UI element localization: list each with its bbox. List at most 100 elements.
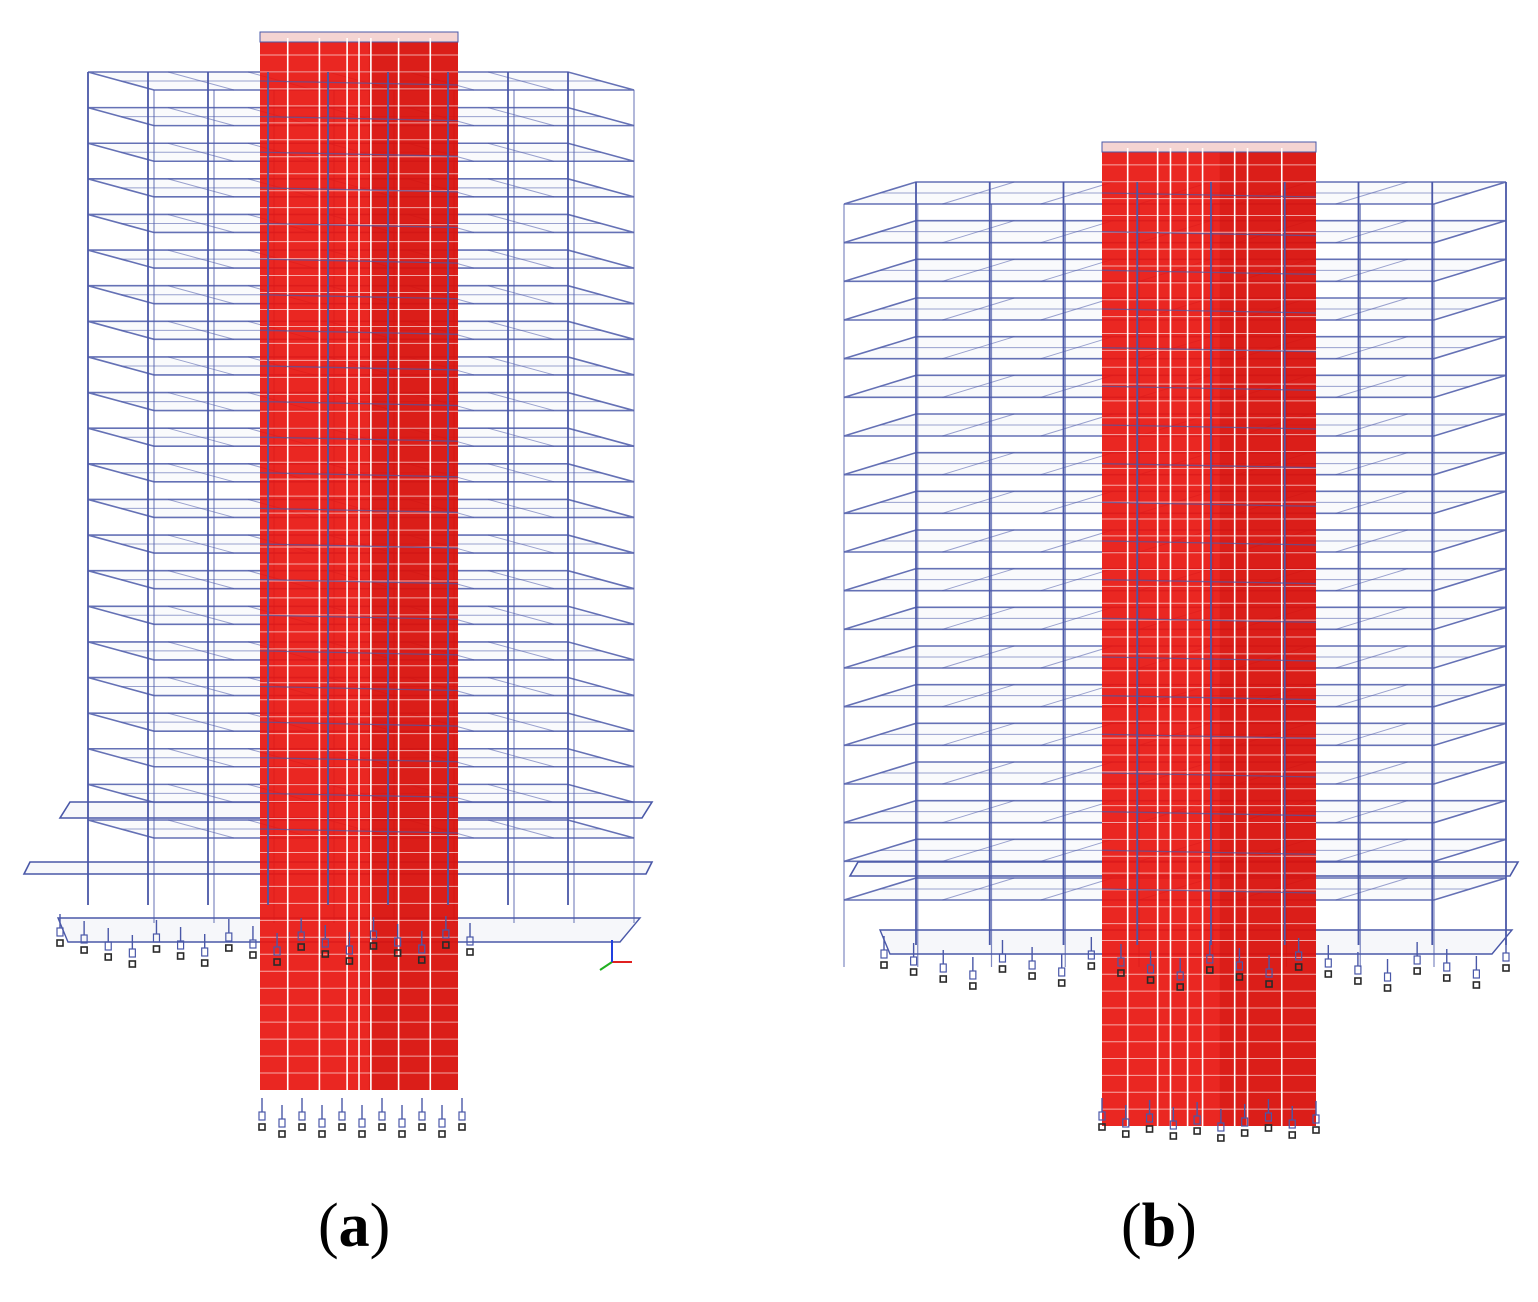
support-spring-box xyxy=(298,1111,306,1121)
floor-beam xyxy=(1101,231,1317,237)
support-spring xyxy=(458,1098,466,1131)
support-base xyxy=(378,1123,386,1131)
support-spring xyxy=(338,1098,346,1131)
support-spring xyxy=(418,1098,426,1131)
floor-beam xyxy=(259,579,459,585)
support-base xyxy=(1442,974,1451,982)
floor-beam xyxy=(259,329,459,335)
support-base xyxy=(1472,981,1481,989)
panel-b-building-model xyxy=(843,141,1520,1142)
support-spring-box xyxy=(880,949,888,959)
support-base xyxy=(1235,973,1244,981)
support-base xyxy=(56,939,64,947)
panel-a-label-open: ( xyxy=(318,1192,339,1260)
support-spring-box xyxy=(321,938,329,948)
support-spring xyxy=(466,923,474,956)
support-base xyxy=(278,1130,286,1138)
support-spring xyxy=(398,1105,406,1138)
floor-beam xyxy=(259,400,459,407)
support-base xyxy=(297,943,305,951)
support-spring xyxy=(369,917,378,950)
support-spring xyxy=(1442,949,1451,982)
support-base xyxy=(369,942,378,950)
panel-a-label-close: ) xyxy=(369,1192,391,1260)
panel-b-label-close: ) xyxy=(1176,1192,1197,1260)
support-base xyxy=(1324,970,1333,978)
support-base xyxy=(466,948,474,956)
support-spring-box xyxy=(458,1111,466,1121)
support-spring-box xyxy=(418,1111,426,1121)
support-spring-box xyxy=(1443,962,1451,972)
support-spring-box xyxy=(249,939,257,949)
core-top xyxy=(1101,141,1317,153)
support-spring-box xyxy=(225,932,233,942)
support-spring-box xyxy=(1217,1122,1225,1132)
support-spring-box xyxy=(1383,972,1392,982)
support-spring xyxy=(1413,942,1421,975)
support-base xyxy=(258,1123,266,1131)
support-spring xyxy=(321,925,330,958)
panel-a-label-letter: a xyxy=(338,1192,370,1260)
floor-beam xyxy=(1101,347,1317,353)
support-base xyxy=(1413,967,1421,975)
support-spring-box xyxy=(1354,965,1362,975)
support-spring xyxy=(1098,1098,1106,1131)
support-base xyxy=(358,1130,366,1138)
support-base xyxy=(1176,983,1184,991)
support-spring-box xyxy=(1472,969,1480,979)
support-spring xyxy=(417,931,426,964)
support-spring-box xyxy=(1176,971,1184,981)
supports-layer xyxy=(56,914,474,1138)
panel-b-label-open: ( xyxy=(1121,1192,1142,1260)
support-base xyxy=(458,1123,466,1131)
floor-beam xyxy=(1101,695,1317,701)
support-spring xyxy=(1193,1102,1201,1135)
support-spring xyxy=(1288,1106,1297,1139)
floor-beam xyxy=(259,222,459,229)
support-spring-box xyxy=(1206,954,1214,964)
support-spring xyxy=(200,934,209,967)
floor-beam xyxy=(259,828,459,834)
supports-layer xyxy=(880,936,1510,1142)
support-spring xyxy=(1087,937,1096,970)
support-spring xyxy=(378,1098,386,1131)
floor-beam xyxy=(1101,811,1317,817)
support-base xyxy=(321,950,330,958)
support-base xyxy=(969,982,977,990)
floor-beam xyxy=(259,507,459,514)
frame-front-layer xyxy=(915,182,1507,945)
support-spring-box xyxy=(56,927,64,937)
support-spring-box xyxy=(1169,1120,1177,1130)
support-spring-box xyxy=(80,934,88,944)
support-spring xyxy=(1265,955,1273,988)
support-spring-box xyxy=(1117,957,1125,967)
support-base xyxy=(176,952,185,960)
support-spring xyxy=(176,927,185,960)
support-spring-box xyxy=(998,953,1007,963)
support-spring xyxy=(297,918,305,951)
floor-beam xyxy=(259,685,459,692)
support-base xyxy=(80,946,88,954)
support-base xyxy=(1217,1134,1225,1142)
support-spring-box xyxy=(345,945,354,955)
support-spring-box xyxy=(1241,1117,1249,1127)
support-base xyxy=(417,956,426,964)
support-spring-box xyxy=(1087,950,1095,960)
support-spring-box xyxy=(1146,964,1155,974)
support-base xyxy=(418,1123,426,1131)
support-spring-box xyxy=(1295,951,1303,961)
support-spring-box xyxy=(418,944,426,954)
support-base xyxy=(1193,1127,1201,1135)
support-spring xyxy=(225,919,233,952)
support-base xyxy=(442,941,450,949)
support-spring xyxy=(1383,959,1392,992)
support-spring-box xyxy=(438,1118,446,1128)
axis-y-line xyxy=(599,961,613,971)
support-spring-box xyxy=(258,1111,266,1121)
support-spring xyxy=(56,914,64,947)
floor-beam xyxy=(1101,269,1317,275)
support-base xyxy=(128,960,137,968)
support-spring-box xyxy=(338,1111,346,1121)
support-base xyxy=(338,1123,346,1131)
